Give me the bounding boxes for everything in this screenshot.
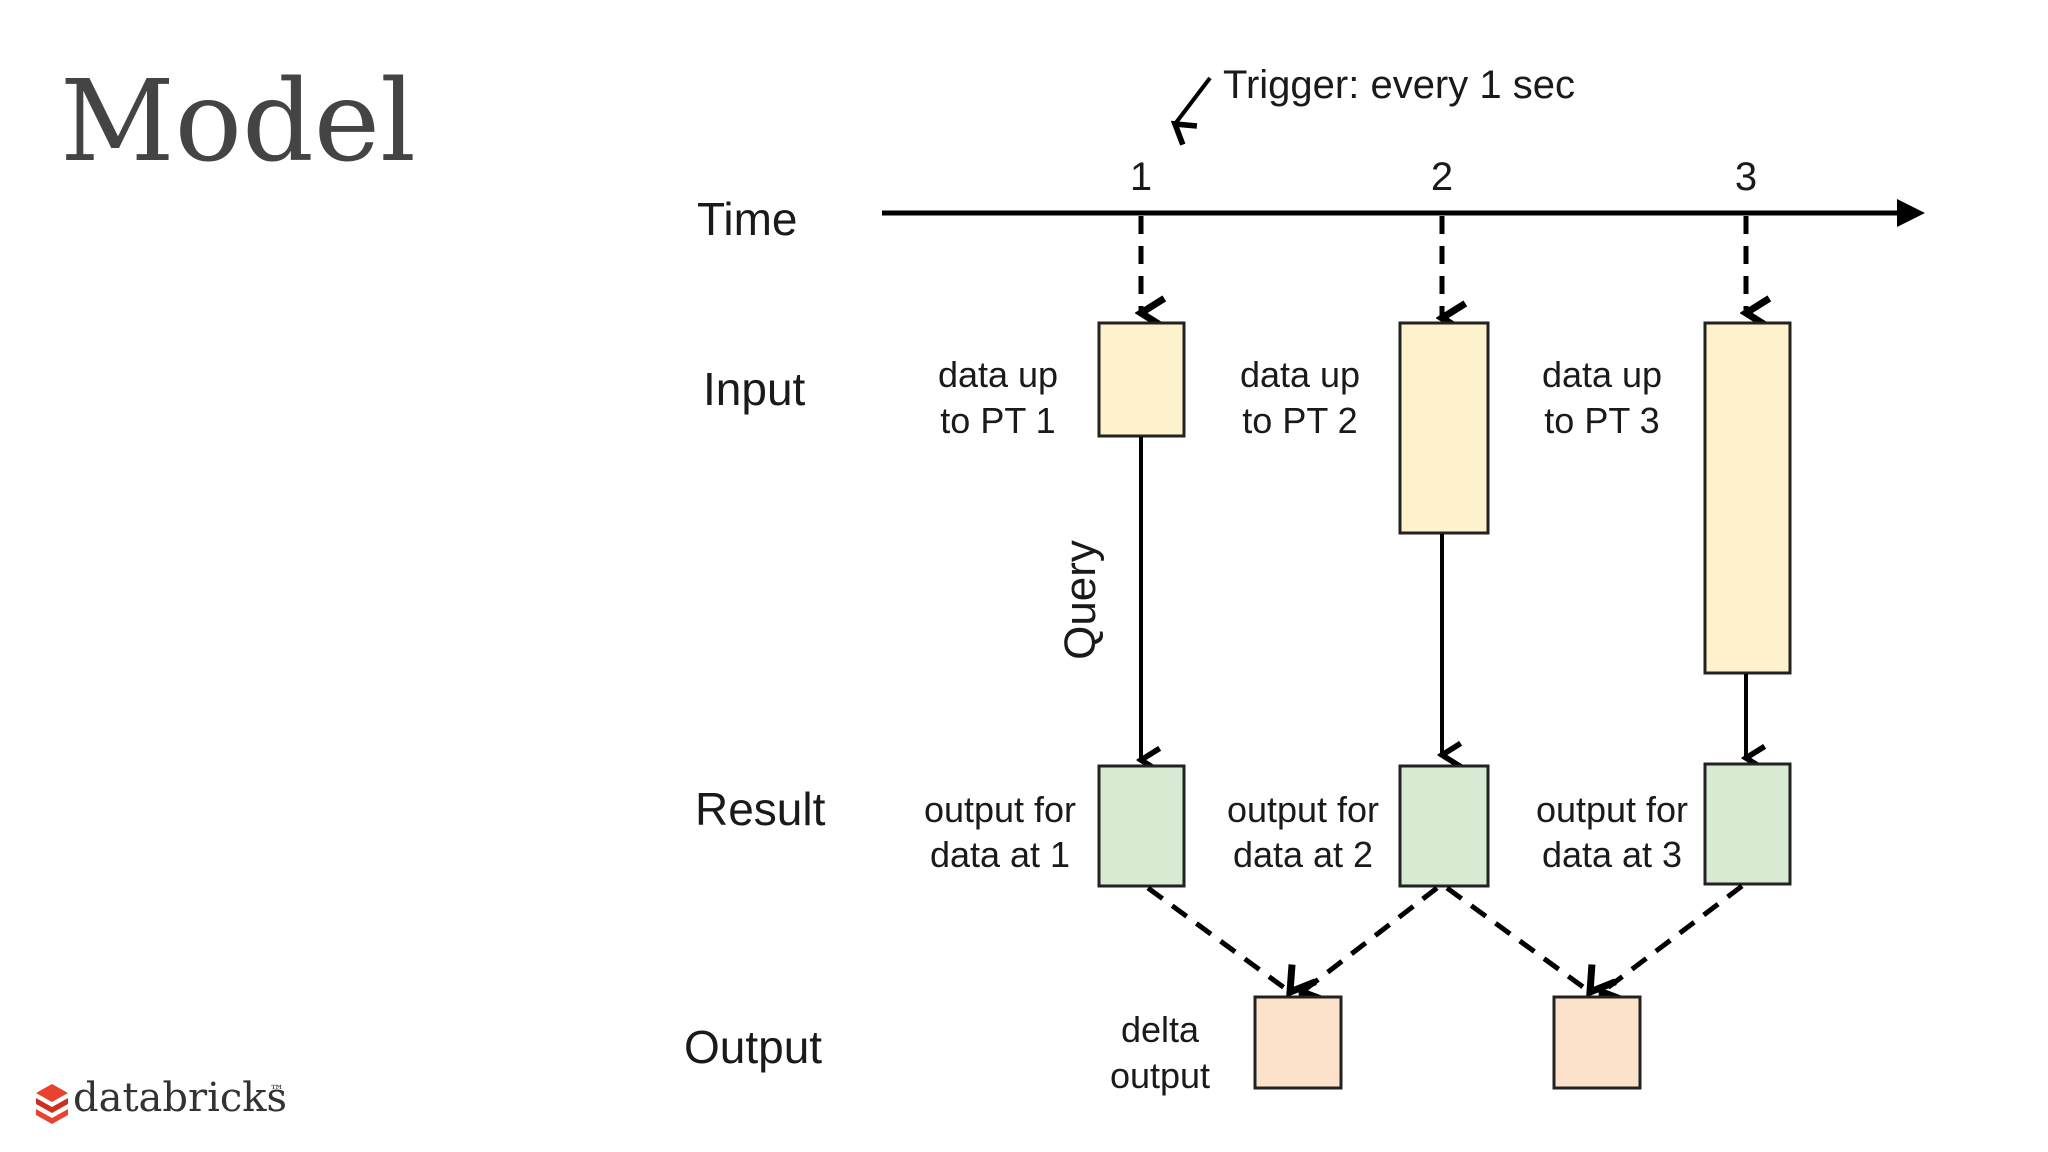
result-label-1-line2: data at 1 bbox=[930, 834, 1070, 875]
output-label-line1: delta bbox=[1121, 1009, 1200, 1050]
row-label-result: Result bbox=[695, 783, 826, 835]
input-block-2 bbox=[1398, 321, 1490, 535]
result-label-1-line1: output for bbox=[924, 789, 1076, 830]
input-label-1-line2: to PT 1 bbox=[940, 400, 1055, 441]
delta-arrow-1b bbox=[1302, 886, 1439, 992]
row-label-output: Output bbox=[684, 1021, 822, 1073]
input-label-1-line1: data up bbox=[938, 354, 1058, 395]
delta-arrow-1a bbox=[1146, 885, 1290, 992]
tick-label-1: 1 bbox=[1130, 155, 1152, 199]
row-label-input: Input bbox=[703, 363, 806, 415]
input-block-3 bbox=[1703, 321, 1792, 675]
result-block-2 bbox=[1398, 764, 1490, 888]
input-label-2-line1: data up bbox=[1240, 354, 1360, 395]
result-block-1 bbox=[1097, 764, 1186, 888]
result-block-3 bbox=[1703, 762, 1792, 886]
tick-label-3: 3 bbox=[1735, 155, 1757, 199]
brand-name: databricks bbox=[73, 1075, 287, 1121]
databricks-stack-icon bbox=[36, 1084, 68, 1124]
input-label-3-line1: data up bbox=[1542, 354, 1662, 395]
result-label-3-line1: output for bbox=[1536, 789, 1688, 830]
trigger-label: Trigger: every 1 sec bbox=[1223, 63, 1575, 107]
time-axis-arrowhead bbox=[1897, 199, 1925, 227]
result-label-3-line2: data at 3 bbox=[1542, 834, 1682, 875]
output-block-1 bbox=[1253, 995, 1343, 1090]
input-label-2-line2: to PT 2 bbox=[1242, 400, 1357, 441]
trigger-arrow bbox=[1175, 76, 1212, 124]
brand-trademark: ™ bbox=[270, 1083, 284, 1099]
row-label-time: Time bbox=[697, 193, 798, 245]
query-label: Query bbox=[1056, 540, 1105, 660]
output-label-line2: output bbox=[1110, 1055, 1210, 1096]
input-label-3-line2: to PT 3 bbox=[1544, 400, 1659, 441]
delta-arrow-2a bbox=[1445, 885, 1590, 992]
delta-arrow-2b bbox=[1602, 884, 1744, 992]
result-label-2-line2: data at 2 bbox=[1233, 834, 1373, 875]
tick-label-2: 2 bbox=[1431, 155, 1453, 199]
slide-title: Model bbox=[60, 57, 416, 187]
result-label-2-line1: output for bbox=[1227, 789, 1379, 830]
databricks-logo: databricks ™ bbox=[36, 1075, 287, 1124]
output-block-2 bbox=[1552, 995, 1642, 1090]
input-block-1 bbox=[1097, 321, 1186, 438]
